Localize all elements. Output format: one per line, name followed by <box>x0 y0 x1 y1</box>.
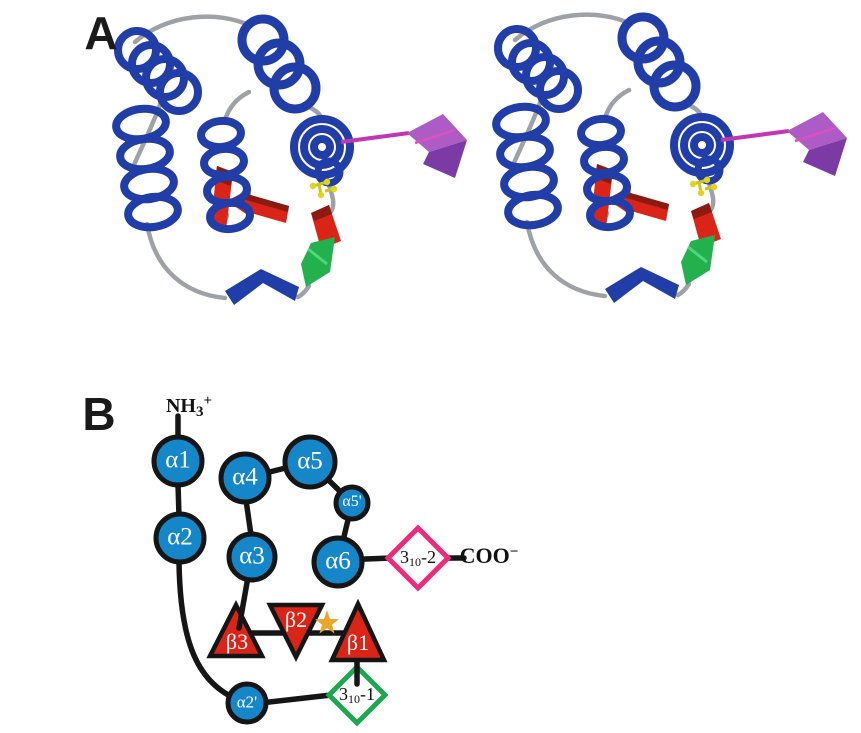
three-ten-2-sub: 10 <box>409 555 421 569</box>
beta-strand-nodes <box>206 598 388 663</box>
c-terminus-sup: − <box>509 544 519 560</box>
b1-label: β1 <box>346 630 370 655</box>
a2p-label: α2' <box>236 692 258 712</box>
a6-circle <box>311 535 365 589</box>
topology-diagram <box>151 413 467 727</box>
three-ten-1-sub: 10 <box>348 692 360 706</box>
a6-label: α6 <box>325 547 351 575</box>
b3-triangle <box>206 600 266 659</box>
n-terminus-sup: + <box>203 393 213 409</box>
protein-ribbon-stereo-right <box>494 15 847 303</box>
a3-label: α3 <box>239 542 265 570</box>
b2-triangle <box>266 602 326 663</box>
three-ten-1-tail: -1 <box>360 684 375 704</box>
three-ten-1-diamond <box>325 663 389 727</box>
three-ten-1-label: 310-1 <box>339 685 375 705</box>
b3-label: β3 <box>225 629 249 654</box>
three-ten-2-label: 310-2 <box>400 548 436 568</box>
three-ten-2-tail: -2 <box>421 547 436 567</box>
connector-a1-a2 <box>175 481 182 519</box>
three-ten-1-main: 3 <box>339 684 348 704</box>
helix-nodes <box>151 434 371 725</box>
protein-ribbon-stereo-left <box>114 17 467 305</box>
a5-circle <box>282 434 338 490</box>
a2p-circle <box>225 681 269 725</box>
n-terminus-sub: 3 <box>195 404 204 420</box>
a2-label: α2 <box>167 523 193 551</box>
connector-a3-a4 <box>243 497 254 538</box>
c-terminus-label: COO− <box>460 545 519 567</box>
star-icon <box>315 610 339 634</box>
a5-label: α5 <box>297 447 323 475</box>
three-ten-2-main: 3 <box>400 547 409 567</box>
b2-label: β2 <box>284 607 308 632</box>
a2-circle <box>153 511 207 565</box>
a1-circle <box>151 434 205 488</box>
n-terminus-label: NH3+ <box>166 394 212 420</box>
a1-label: α1 <box>165 446 191 474</box>
a4-circle <box>218 451 272 505</box>
c-terminus-main: COO <box>459 543 510 568</box>
three-ten-2-diamond <box>384 524 452 592</box>
panel-b-label: B <box>82 388 116 440</box>
a5p-label: α5' <box>342 493 362 510</box>
panel-a-label: A <box>84 7 118 59</box>
b1-triangle <box>328 598 388 663</box>
a5p-circle <box>333 484 371 522</box>
n-terminus-main: NH <box>165 395 196 417</box>
a3-circle <box>226 531 278 583</box>
a4-label: α4 <box>232 463 258 491</box>
